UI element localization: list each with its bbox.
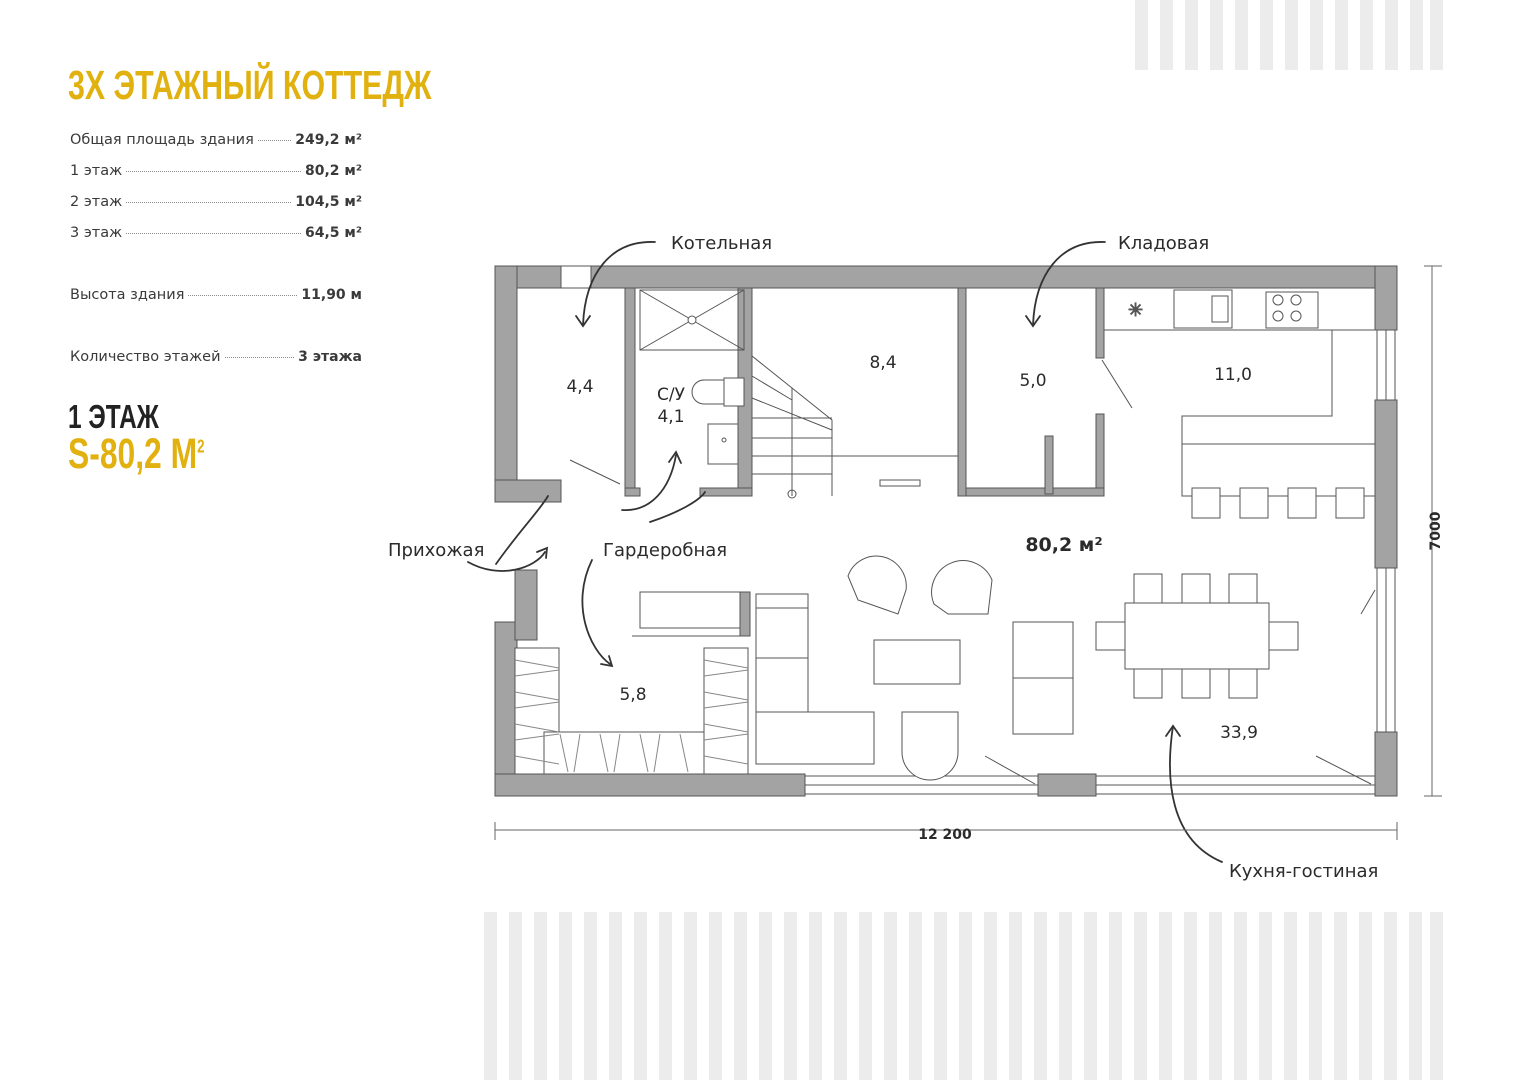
callout-kitchen-living: Кухня-гостиная [1229, 861, 1378, 882]
toilet [691, 377, 745, 465]
svg-text:✳: ✳ [1128, 300, 1143, 321]
callout-arrows [467, 241, 1223, 863]
doors [569, 359, 1376, 785]
spec-row-floor3: 3 этаж 64,5 м² [70, 225, 362, 241]
callout-boiler: Котельная [671, 233, 772, 254]
spec-value: 104,5 м² [295, 194, 362, 210]
spec-label: Общая площадь здания [70, 132, 254, 148]
kitchen-counter: ✳ [1103, 288, 1375, 497]
decor-stripes-top [1135, 0, 1443, 70]
room-bathroom-name: С/У [657, 385, 686, 405]
spec-value: 80,2 м² [305, 163, 362, 179]
wardrobe [514, 635, 749, 775]
spec-label: 3 этаж [70, 225, 123, 241]
spec-row-height: Высота здания 11,90 м [70, 287, 362, 303]
spec-row-floor2: 2 этаж 104,5 м² [70, 194, 362, 210]
dimension-lines [494, 265, 1442, 840]
floor-area: S-80,2 М2 [68, 430, 205, 478]
room-stairs-area: 8,4 [869, 353, 896, 373]
page-title: 3Х ЭТАЖНЫЙ КОТТЕДЖ [68, 62, 432, 108]
decor-stripes-bottom [484, 912, 1443, 1080]
room-kitchen-area: 11,0 [1214, 365, 1252, 385]
spec-label: 2 этаж [70, 194, 123, 210]
spec-value: 64,5 м² [305, 225, 362, 241]
room-storage-area: 5,0 [1019, 371, 1046, 391]
total-area: 80,2 м² [1025, 534, 1102, 556]
room-boiler-area: 4,4 [566, 377, 593, 397]
dimension-height: 7000 [1428, 511, 1444, 550]
spec-row-total: Общая площадь здания 249,2 м² [70, 132, 362, 148]
spec-value: 3 этажа [298, 349, 362, 365]
spec-row-floor1: 1 этаж 80,2 м² [70, 163, 362, 179]
spec-label: Количество этажей [70, 349, 221, 365]
windows [560, 265, 1396, 795]
dimension-width: 12 200 [918, 827, 972, 843]
walls [494, 265, 1398, 797]
spec-row-floors: Количество этажей 3 этажа [70, 349, 362, 365]
callout-storage: Кладовая [1118, 233, 1209, 254]
floor-label: 1 ЭТАЖ [68, 398, 159, 435]
callout-wardrobe: Гардеробная [603, 540, 727, 561]
room-bathroom-area: 4,1 [657, 407, 684, 427]
dining-table [1095, 573, 1299, 699]
spec-label: 1 этаж [70, 163, 123, 179]
callout-hall: Прихожая [388, 540, 484, 561]
stairs [751, 355, 958, 499]
shower [639, 289, 745, 351]
living-furniture [639, 555, 1074, 781]
bar-stools [1191, 487, 1365, 519]
room-living-area: 33,9 [1220, 723, 1258, 743]
spec-label: Высота здания [70, 287, 185, 303]
spec-value: 249,2 м² [295, 132, 362, 148]
spec-value: 11,90 м [301, 287, 362, 303]
room-wardrobe-area: 5,8 [619, 685, 646, 705]
